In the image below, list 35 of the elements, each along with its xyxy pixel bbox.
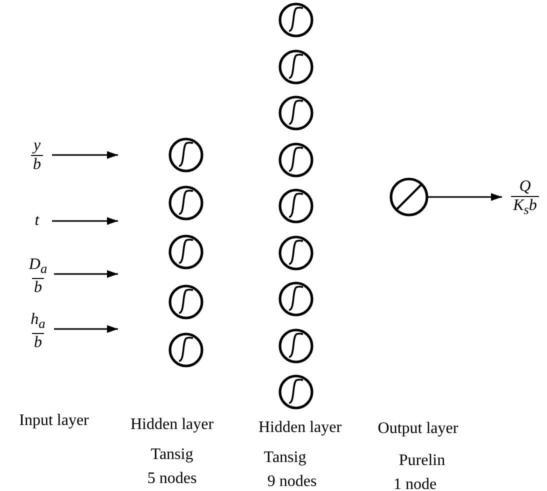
tansig-neuron [278,142,314,178]
tansig-neuron [278,281,314,317]
node-count-label: 1 node [393,476,437,491]
arrow [52,151,118,159]
tansig-neuron [168,185,204,221]
variable-label: t [22,212,52,230]
purelin-neuron [389,177,429,217]
tansig-neuron [278,95,314,131]
fraction-label: D$_{a}$ b [22,256,54,298]
arrow [428,193,502,201]
tansig-neuron [278,48,314,84]
arrow [52,217,118,225]
fraction-label: y b [22,137,52,174]
tansig-neuron [278,234,314,270]
activation-label: Tansig [150,446,194,464]
arrow [54,325,118,333]
layer-label: Hidden layer [130,416,214,434]
tansig-neuron [168,234,204,270]
tansig-neuron [168,137,204,173]
arrow [54,270,118,278]
node-count-label: 9 nodes [267,473,317,491]
tansig-neuron [278,2,314,38]
layer-label: Output layer [378,420,458,438]
layer-label: Hidden layer [258,419,342,437]
activation-label: Purelin [398,452,446,470]
tansig-neuron [278,188,314,224]
tansig-neuron [168,284,204,320]
node-count-label: 5 nodes [147,470,197,488]
fraction-label: h$_{a}$ b [22,311,54,352]
tansig-neuron [168,332,204,368]
tansig-neuron [278,328,314,364]
layer-label: Input layer [19,412,89,430]
tansig-neuron [278,374,314,410]
fraction-label: Q K$_{s}$b [505,178,545,220]
activation-label: Tansig [264,449,306,467]
